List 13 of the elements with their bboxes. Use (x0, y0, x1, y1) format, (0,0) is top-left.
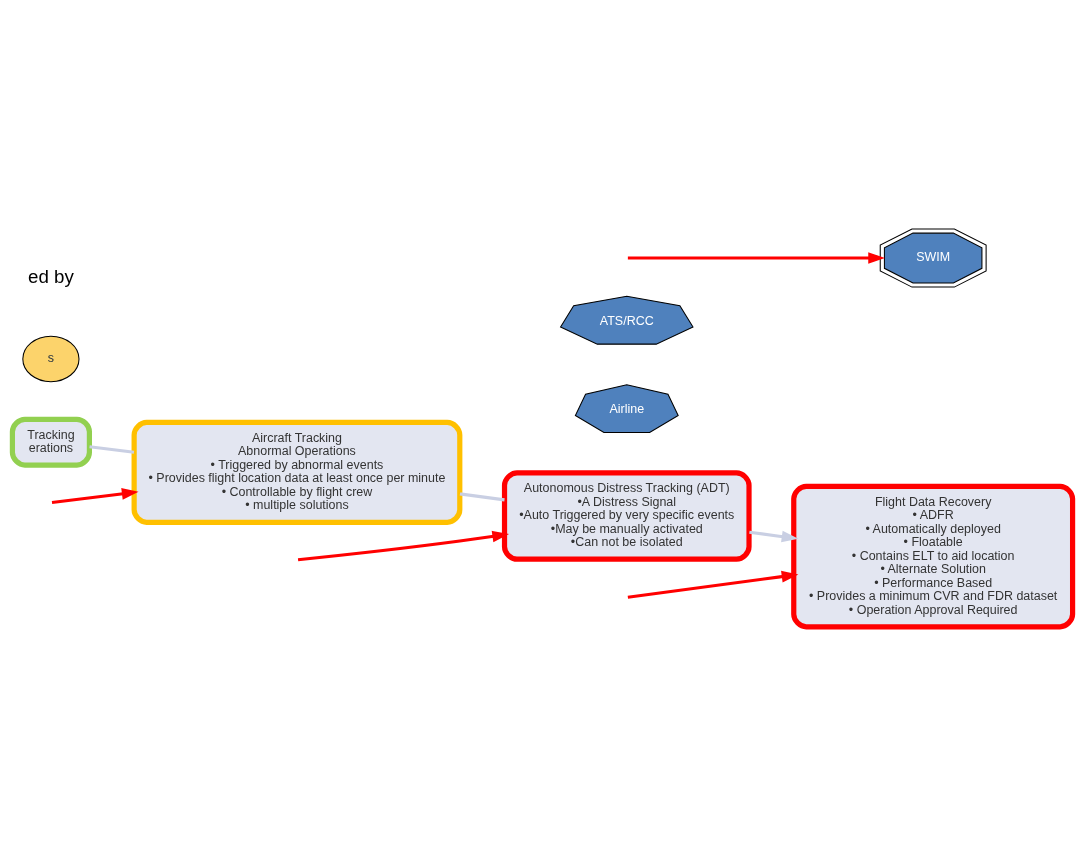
arrow (749, 530, 799, 543)
connector (459, 492, 505, 502)
node-box: Aircraft Tracking Abnormal Operations • Triggered by abnormal events • Provides flight location data at least once per minute • Controllable by flight crew • multiple solutions (131, 419, 463, 525)
arrow (627, 570, 799, 599)
label: ed by (28, 266, 74, 288)
node-ellipse: s (22, 335, 80, 383)
node-box: Tracking erations (9, 416, 92, 468)
arrow (51, 488, 139, 505)
node-box: Flight Data Recovery • ADFR • Automatically deployed • Floatable • Contains ELT to aid location • Alternate Solution • Performance Based • Provides a minimum CVR and FDR dataset • Operation Approval Required (791, 483, 1076, 630)
arrow (627, 252, 885, 264)
node-box: Autonomous Distress Tracking (ADT) •A Distress Signal •Auto Triggered by very specific events •May be manually activated •Can not be isolated (501, 470, 752, 562)
connector (89, 445, 135, 454)
arrow (297, 530, 510, 562)
